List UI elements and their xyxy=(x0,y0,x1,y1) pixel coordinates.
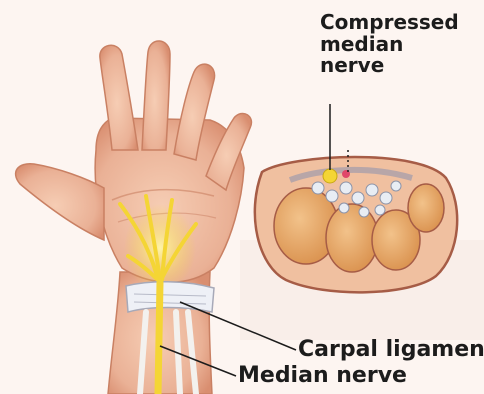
compressed-label-line-2: median xyxy=(320,34,459,56)
carpal-ligament-label: Carpal ligament xyxy=(298,338,484,362)
carpal-bone xyxy=(326,204,378,272)
artery xyxy=(342,170,350,178)
wrist-cross-section xyxy=(255,157,457,292)
compressed-label-line-3: nerve xyxy=(320,55,459,77)
median-nerve xyxy=(158,282,160,394)
compressed-label-line-1: Compressed xyxy=(320,12,459,34)
carpal-bone xyxy=(408,184,444,232)
compressed-median-nerve xyxy=(323,169,337,183)
median-nerve-label: Median nerve xyxy=(238,364,407,388)
compressed-median-nerve-label: Compressed median nerve xyxy=(320,12,459,77)
carpal-ligament xyxy=(126,282,214,312)
